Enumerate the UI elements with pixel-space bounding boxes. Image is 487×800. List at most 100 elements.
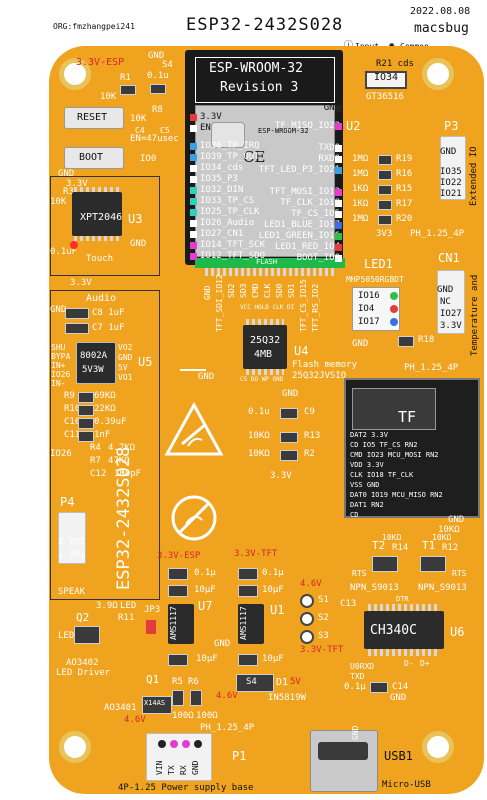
gnd-cn1-label: GND (437, 285, 454, 295)
pin-marker (335, 156, 342, 163)
io4-led-label: IO4 (358, 304, 375, 314)
led-left-label: LED (58, 631, 75, 641)
c9-value: 0.1u (248, 407, 270, 417)
tf-clk: CLK IO18 TF_CLK (350, 471, 414, 479)
r4-label: R4 (90, 443, 101, 453)
wifi-logo-icon (211, 122, 245, 148)
reset-button[interactable]: RESET (64, 107, 124, 129)
extended-io-connector (440, 136, 466, 200)
c7-label: C7 1uF (92, 323, 125, 333)
xpt2046-box (50, 176, 160, 276)
pin-label: SD0 (275, 283, 284, 298)
c-0.1u: 0.1u (147, 71, 169, 81)
u4-label: U4 (294, 344, 309, 358)
led1-label: LED1 (364, 257, 393, 271)
dplus-label: D+ (420, 659, 430, 668)
cap-tft-c (238, 654, 258, 666)
boot-button[interactable]: BOOT (64, 147, 124, 169)
v5-amp-label: 5V (118, 363, 128, 372)
k1a: 1KΩ (352, 184, 369, 194)
u0rxd-label: U0RXD (350, 662, 375, 671)
tf-cd2: CD (350, 511, 359, 519)
c13-label: C13 (340, 599, 357, 609)
pin-label: RXD0 (318, 154, 340, 164)
v33-res-label: 3V3 (376, 229, 393, 239)
touch-label: Touch (86, 254, 114, 264)
flash-pins-bottom (246, 369, 284, 375)
k1b: 1KΩ (352, 199, 369, 209)
xpt2046-chip (72, 192, 122, 236)
board-name-vertical: ESP32-2432S028 (114, 446, 134, 590)
ch340-pins-bottom (368, 649, 440, 656)
transistor-q1 (142, 696, 172, 714)
shut-label: SHU (51, 343, 66, 352)
usb1-label: USB1 (384, 749, 413, 763)
vo1-speak-label: 1 VO1 (58, 550, 86, 560)
xpt2046-pins-bottom (74, 236, 120, 241)
pin-label: TXD0 (318, 143, 340, 153)
pin-label: LED1_GREEN_IO16 (258, 231, 340, 241)
pin-label: BOOT_IO0 (296, 253, 340, 263)
jp3-label: JP3 (144, 605, 161, 615)
cap-c14 (370, 682, 388, 693)
v46b-label: 4.6V (216, 691, 238, 701)
io22-p3-label: IO22 (440, 178, 462, 188)
diode-d1 (236, 674, 274, 692)
flash-chip-label: 25Q32 (250, 335, 281, 346)
pin-label: LED1_RED_IO4 (274, 242, 340, 252)
ao3402-label: AO3402 (66, 658, 99, 668)
p1-label: P1 (232, 749, 247, 763)
p1-pin-2 (170, 740, 178, 748)
temp-connector (437, 270, 465, 334)
c5-label: C5 (160, 126, 170, 135)
gnd-audio: GND (50, 305, 67, 315)
cap-c8 (65, 308, 89, 319)
led-red-dot (390, 305, 398, 313)
io34-label: IO34 (374, 72, 399, 83)
transistor-t1 (420, 556, 446, 572)
pin-marker (190, 209, 197, 216)
p4-label: P4 (60, 495, 75, 509)
pin-label: CLK (263, 283, 272, 298)
m1b: 1MΩ (352, 169, 369, 179)
micro-usb-label: Micro-USB (382, 780, 431, 790)
tf-vdd: VDD 3.3V (350, 461, 384, 469)
v33-u3: 3.3V (70, 278, 92, 288)
r4-value: 4.7KΩ (108, 443, 136, 453)
r19-label: R19 (396, 154, 413, 164)
pin-label: TFT_LED_P3_IO21 (258, 165, 340, 175)
r15-label: R15 (396, 184, 413, 194)
pin-marker (190, 154, 197, 161)
rts-label-a: RTS (352, 569, 367, 578)
pin-marker (190, 231, 197, 238)
ph-p3-label: PH_1.25_4P (410, 229, 465, 239)
pin-marker (190, 143, 197, 150)
pin-marker (190, 125, 197, 132)
pin-label: SD1 (287, 283, 296, 298)
gt36516-label: GT36516 (366, 92, 404, 102)
r17-label: R17 (396, 199, 413, 209)
pin-label: IO35_P3 (200, 174, 238, 184)
tf-cd: CD IO5 TF_CS RN2 (350, 441, 418, 449)
c14-value: 0.1μ (344, 682, 366, 692)
flash-top-pins: VCC HOLD CLK DI (240, 304, 295, 311)
c14-label: C14 (392, 682, 409, 692)
c01b-label: 0.1μ (262, 568, 284, 578)
c10ub-label: 10μF (262, 585, 284, 595)
pin-label: TF_CLK_IO18 (280, 198, 340, 208)
flash-pins-top (246, 319, 284, 325)
pin-label: TF_MISO_IO23 (274, 121, 340, 131)
pin-label: TF_CS_IO5 (291, 209, 340, 219)
p1-pin-4 (194, 740, 202, 748)
r9-label: R9 (64, 391, 75, 401)
cap-esp-b (168, 585, 188, 597)
ch340-pins-top (368, 604, 440, 611)
tf-dat1: DAT1 RN2 (350, 501, 384, 509)
v46c-label: 4.6V (124, 715, 146, 725)
date-label: 2022.08.08 (410, 6, 471, 17)
r7-value: 47KΩ (108, 456, 130, 466)
io26-passive-label: IO26 (50, 449, 72, 459)
tx-label: TX (167, 765, 176, 775)
tf-slot-inner (352, 388, 436, 430)
q2-label: Q2 (76, 611, 90, 624)
